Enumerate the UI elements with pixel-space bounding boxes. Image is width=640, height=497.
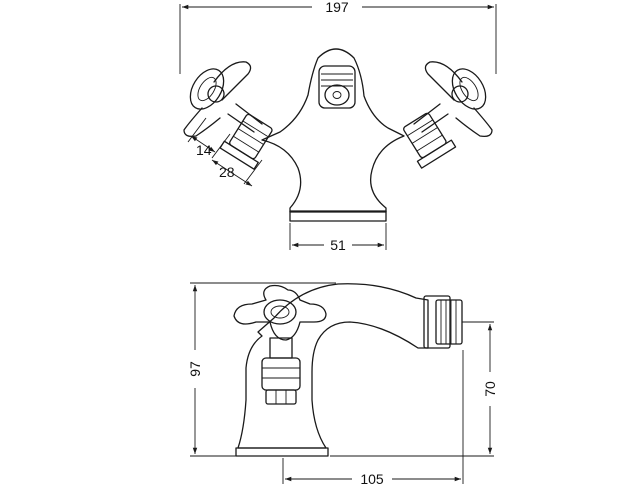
- dimension-height: 97: [187, 282, 336, 457]
- top-view-left-handle: [183, 61, 273, 170]
- dimension-handle-offsets: 14 28: [187, 117, 263, 187]
- top-view-base-plate: [289, 210, 387, 222]
- dim-label-51: 51: [330, 237, 346, 253]
- dim-label-97: 97: [187, 361, 203, 377]
- left-handle-hub: [189, 68, 225, 110]
- cross-handle-arms: [233, 284, 327, 341]
- right-handle-hub: [451, 68, 487, 110]
- dim-label-14: 14: [196, 142, 212, 158]
- side-view-base-plate: [235, 447, 329, 457]
- dim-label-105: 105: [360, 471, 384, 487]
- dim-label-70: 70: [482, 381, 498, 397]
- top-view-outlet: [318, 65, 356, 109]
- side-view: 97 70 105: [187, 282, 498, 487]
- dim-label-197: 197: [325, 0, 349, 15]
- right-lever-lower: [455, 107, 493, 138]
- left-lever-lower: [183, 107, 221, 138]
- dim-label-28: 28: [219, 164, 235, 180]
- side-view-outlet: [423, 295, 463, 349]
- left-lever-upper: [213, 61, 252, 101]
- dimension-projection: 105: [282, 350, 464, 487]
- top-view: 197 14 28 51: [179, 0, 497, 253]
- side-view-body: [237, 283, 429, 449]
- side-view-cross-handle: [233, 284, 327, 341]
- dimension-base-width: 51: [289, 223, 387, 253]
- dimension-overall-width: 197: [179, 0, 497, 74]
- top-view-aerator: [324, 84, 350, 106]
- dimension-outlet-height: 70: [330, 321, 498, 457]
- top-view-right-handle: [403, 61, 493, 169]
- top-view-body: [261, 48, 405, 213]
- side-view-valve: [261, 337, 301, 405]
- right-lever-upper: [424, 61, 463, 101]
